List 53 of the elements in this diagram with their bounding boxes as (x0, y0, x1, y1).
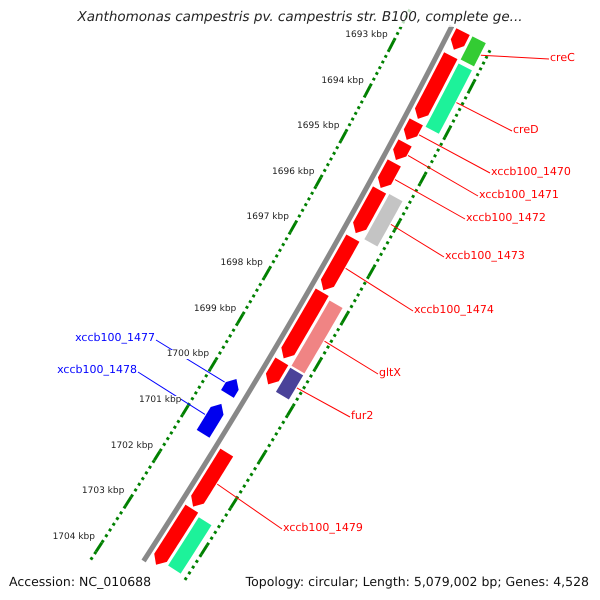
gene-label: fur2 (351, 410, 374, 421)
gene-feature (393, 139, 412, 160)
gene-label: xccb100_1479 (283, 522, 363, 533)
leader-line (345, 268, 414, 312)
gene-label: xccb100_1470 (491, 166, 571, 177)
gene-feature (364, 194, 402, 247)
gene-feature (404, 118, 423, 140)
gene-feature (281, 288, 329, 358)
scale-label: 1694 kbp (321, 76, 364, 86)
gene-label: xccb100_1474 (414, 304, 494, 315)
leader-line (390, 224, 444, 258)
gene-feature (414, 52, 458, 119)
scale-label: 1696 kbp (272, 168, 314, 177)
scale-label: 1699 kbp (194, 304, 236, 314)
gene-feature (221, 378, 239, 398)
gene-feature (191, 448, 234, 507)
scale-label: 1704 kbp (52, 533, 95, 542)
gene-feature (196, 404, 224, 438)
gene-feature (168, 517, 212, 574)
gene-feature (378, 159, 401, 188)
scale-label: 1695 kbp (297, 122, 340, 132)
gene-feature (460, 36, 486, 66)
gene-feature (266, 358, 288, 384)
gene-label: xccb100_1478 (57, 364, 137, 375)
scale-label: 1697 kbp (246, 213, 289, 222)
gene-label: xccb100_1473 (445, 250, 525, 261)
scale-label: 1702 kbp (110, 442, 154, 451)
leader-line (456, 102, 512, 132)
leader-line (408, 154, 478, 196)
scale-label: 1693 kbp (345, 30, 388, 40)
gene-feature (450, 28, 470, 50)
leader-line (418, 134, 490, 174)
leader-line (138, 372, 206, 415)
scale-label: 1701 kbp (138, 396, 182, 406)
leader-line (216, 484, 282, 530)
gene-feature (292, 300, 343, 374)
leader-line (324, 340, 378, 374)
gene-label: creC (550, 52, 575, 63)
scale-label: 1698 kbp (220, 259, 263, 268)
gene-label: xccb100_1471 (479, 189, 559, 200)
gene-label: xccb100_1477 (75, 332, 155, 343)
leader-line (394, 179, 466, 220)
scale-label: 1703 kbp (82, 487, 124, 496)
scale-label: 1700 kbp (166, 350, 210, 360)
gene-label: gltX (379, 367, 401, 378)
leader-line (296, 387, 350, 418)
gene-label: xccb100_1472 (466, 212, 546, 223)
gene-feature (353, 186, 386, 234)
gene-feature (276, 368, 304, 400)
gene-feature (320, 234, 360, 290)
gene-feature (426, 64, 472, 134)
gene-feature (154, 504, 198, 565)
gene-label: creD (513, 124, 539, 135)
